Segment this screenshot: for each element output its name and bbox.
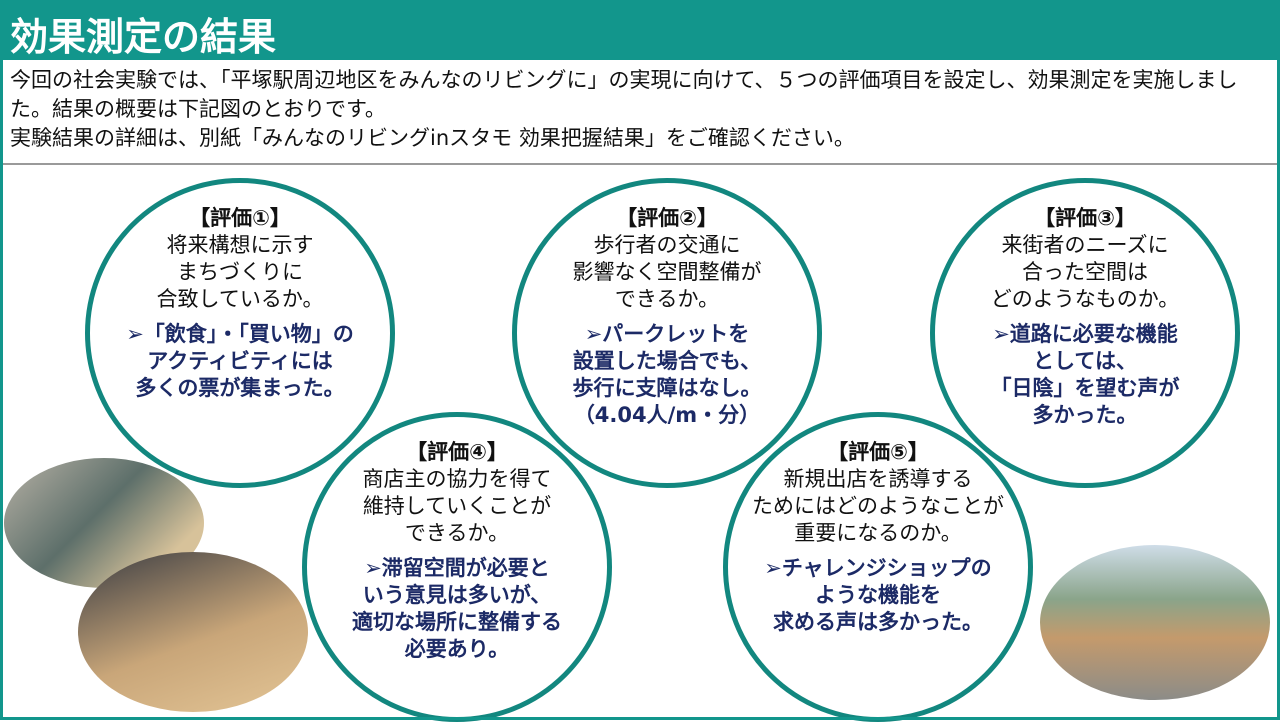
finding-line: 歩行に支障はなし。 — [572, 376, 762, 400]
evaluation-heading: 【評価②】 — [616, 206, 718, 230]
intro-line-2: 実験結果の詳細は、別紙「みんなのリビングinスタモ 効果把握結果」をご確認くださ… — [10, 126, 855, 150]
finding-line: としては、 — [1033, 349, 1137, 373]
divider — [0, 163, 1280, 165]
evaluation-circle-2: 【評価②】歩行者の交通に影響なく空間整備ができるか。 ➢パークレットを設置した場合… — [512, 178, 822, 488]
evaluation-question: 将来構想に示す — [166, 233, 314, 257]
finding-line: 適切な場所に整備する — [352, 610, 562, 634]
finding-line: ➢パークレットを — [584, 322, 750, 346]
evaluation-question: できるか。 — [404, 521, 510, 545]
evaluation-question: ためにはどのようなことが — [752, 494, 1004, 518]
evaluation-circle-3: 【評価③】来街者のニーズに合った空間はどのようなものか。 ➢道路に必要な機能として… — [930, 178, 1240, 488]
evaluation-question: どのようなものか。 — [990, 287, 1180, 311]
evaluation-question: 維持していくことが — [362, 494, 552, 518]
finding-line: ➢道路に必要な機能 — [992, 322, 1178, 346]
evaluation-question: まちづくりに — [177, 260, 303, 284]
evaluation-heading: 【評価③】 — [1034, 206, 1136, 230]
finding-line: 必要あり。 — [404, 637, 510, 661]
evaluation-heading: 【評価④】 — [406, 440, 508, 464]
evaluation-heading: 【評価⑤】 — [827, 440, 929, 464]
evaluation-circle-4: 【評価④】商店主の協力を得て維持していくことができるか。 ➢滞留空間が必要という意… — [302, 412, 612, 722]
parklet-photo-right — [1040, 545, 1270, 700]
intro-text: 今回の社会実験では、「平塚駅周辺地区をみんなのリビングに」の実現に向けて、５つの… — [10, 66, 1272, 153]
finding-line: いう意見は多いが、 — [362, 583, 552, 607]
finding-line: ➢「飲食」・「買い物」の — [126, 322, 354, 346]
finding-line: ような機能を — [814, 583, 941, 607]
finding-line: ➢滞留空間が必要と — [364, 556, 550, 580]
evaluation-question: 重要になるのか。 — [794, 521, 962, 545]
finding-line: ➢チャレンジショップの — [764, 556, 992, 580]
evaluation-finding: ➢道路に必要な機能としては、「日陰」を望む声が多かった。 — [991, 321, 1180, 429]
evaluation-finding: ➢チャレンジショップのような機能を求める声は多かった。 — [764, 555, 991, 636]
finding-line: （4.04人/m・分） — [573, 403, 761, 427]
evaluation-question: 新規出店を誘導する — [783, 467, 973, 491]
finding-line: 「日陰」を望む声が — [990, 376, 1180, 400]
evaluation-circle-1: 【評価①】将来構想に示すまちづくりに合致しているか。 ➢「飲食」・「買い物」のアク… — [85, 178, 395, 488]
evaluation-question: 歩行者の交通に — [593, 233, 741, 257]
evaluation-finding: ➢滞留空間が必要という意見は多いが、適切な場所に整備する必要あり。 — [352, 555, 562, 663]
finding-line: 設置した場合でも、 — [572, 349, 762, 373]
evaluation-heading: 【評価①】 — [189, 206, 291, 230]
evaluation-question: 合致しているか。 — [156, 287, 324, 311]
finding-line: 多かった。 — [1032, 403, 1138, 427]
finding-line: 多くの票が集まった。 — [135, 376, 345, 400]
evaluation-finding: ➢パークレットを設置した場合でも、歩行に支障はなし。 （4.04人/m・分） — [573, 321, 762, 429]
evaluation-question: 商店主の協力を得て — [362, 467, 552, 491]
activity-photo-left — [78, 552, 308, 712]
evaluation-question: 影響なく空間整備が — [572, 260, 762, 284]
finding-line: 求める声は多かった。 — [772, 610, 983, 634]
finding-line: アクティビティには — [147, 349, 333, 373]
evaluation-finding: ➢「飲食」・「買い物」のアクティビティには多くの票が集まった。 — [126, 321, 354, 402]
evaluation-question: できるか。 — [614, 287, 720, 311]
page-title: 効果測定の結果 — [0, 0, 1280, 60]
evaluation-question: 来街者のニーズに — [1001, 233, 1169, 257]
intro-line-1: 今回の社会実験では、「平塚駅周辺地区をみんなのリビングに」の実現に向けて、５つの… — [10, 68, 1238, 121]
evaluation-question: 合った空間は — [1022, 260, 1148, 284]
